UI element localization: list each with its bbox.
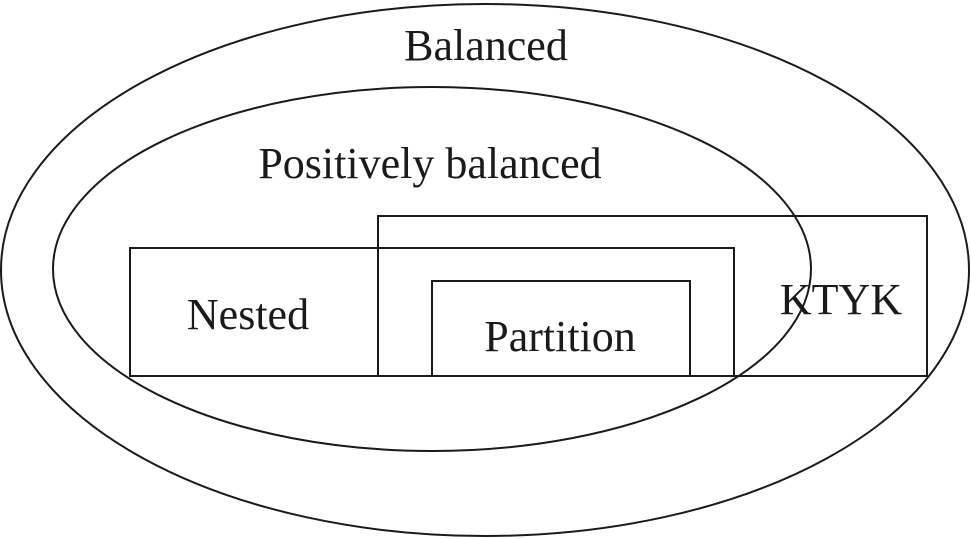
nested-label: Nested: [187, 290, 309, 339]
balanced-ellipse: [0, 3, 970, 537]
positively-balanced-label: Positively balanced: [258, 139, 601, 188]
balanced-label: Balanced: [404, 21, 568, 70]
ktyk-label: KTYK: [780, 275, 902, 324]
partition-label: Partition: [484, 312, 636, 361]
partition-rect: [431, 280, 691, 377]
positively-balanced-ellipse: [52, 86, 812, 452]
